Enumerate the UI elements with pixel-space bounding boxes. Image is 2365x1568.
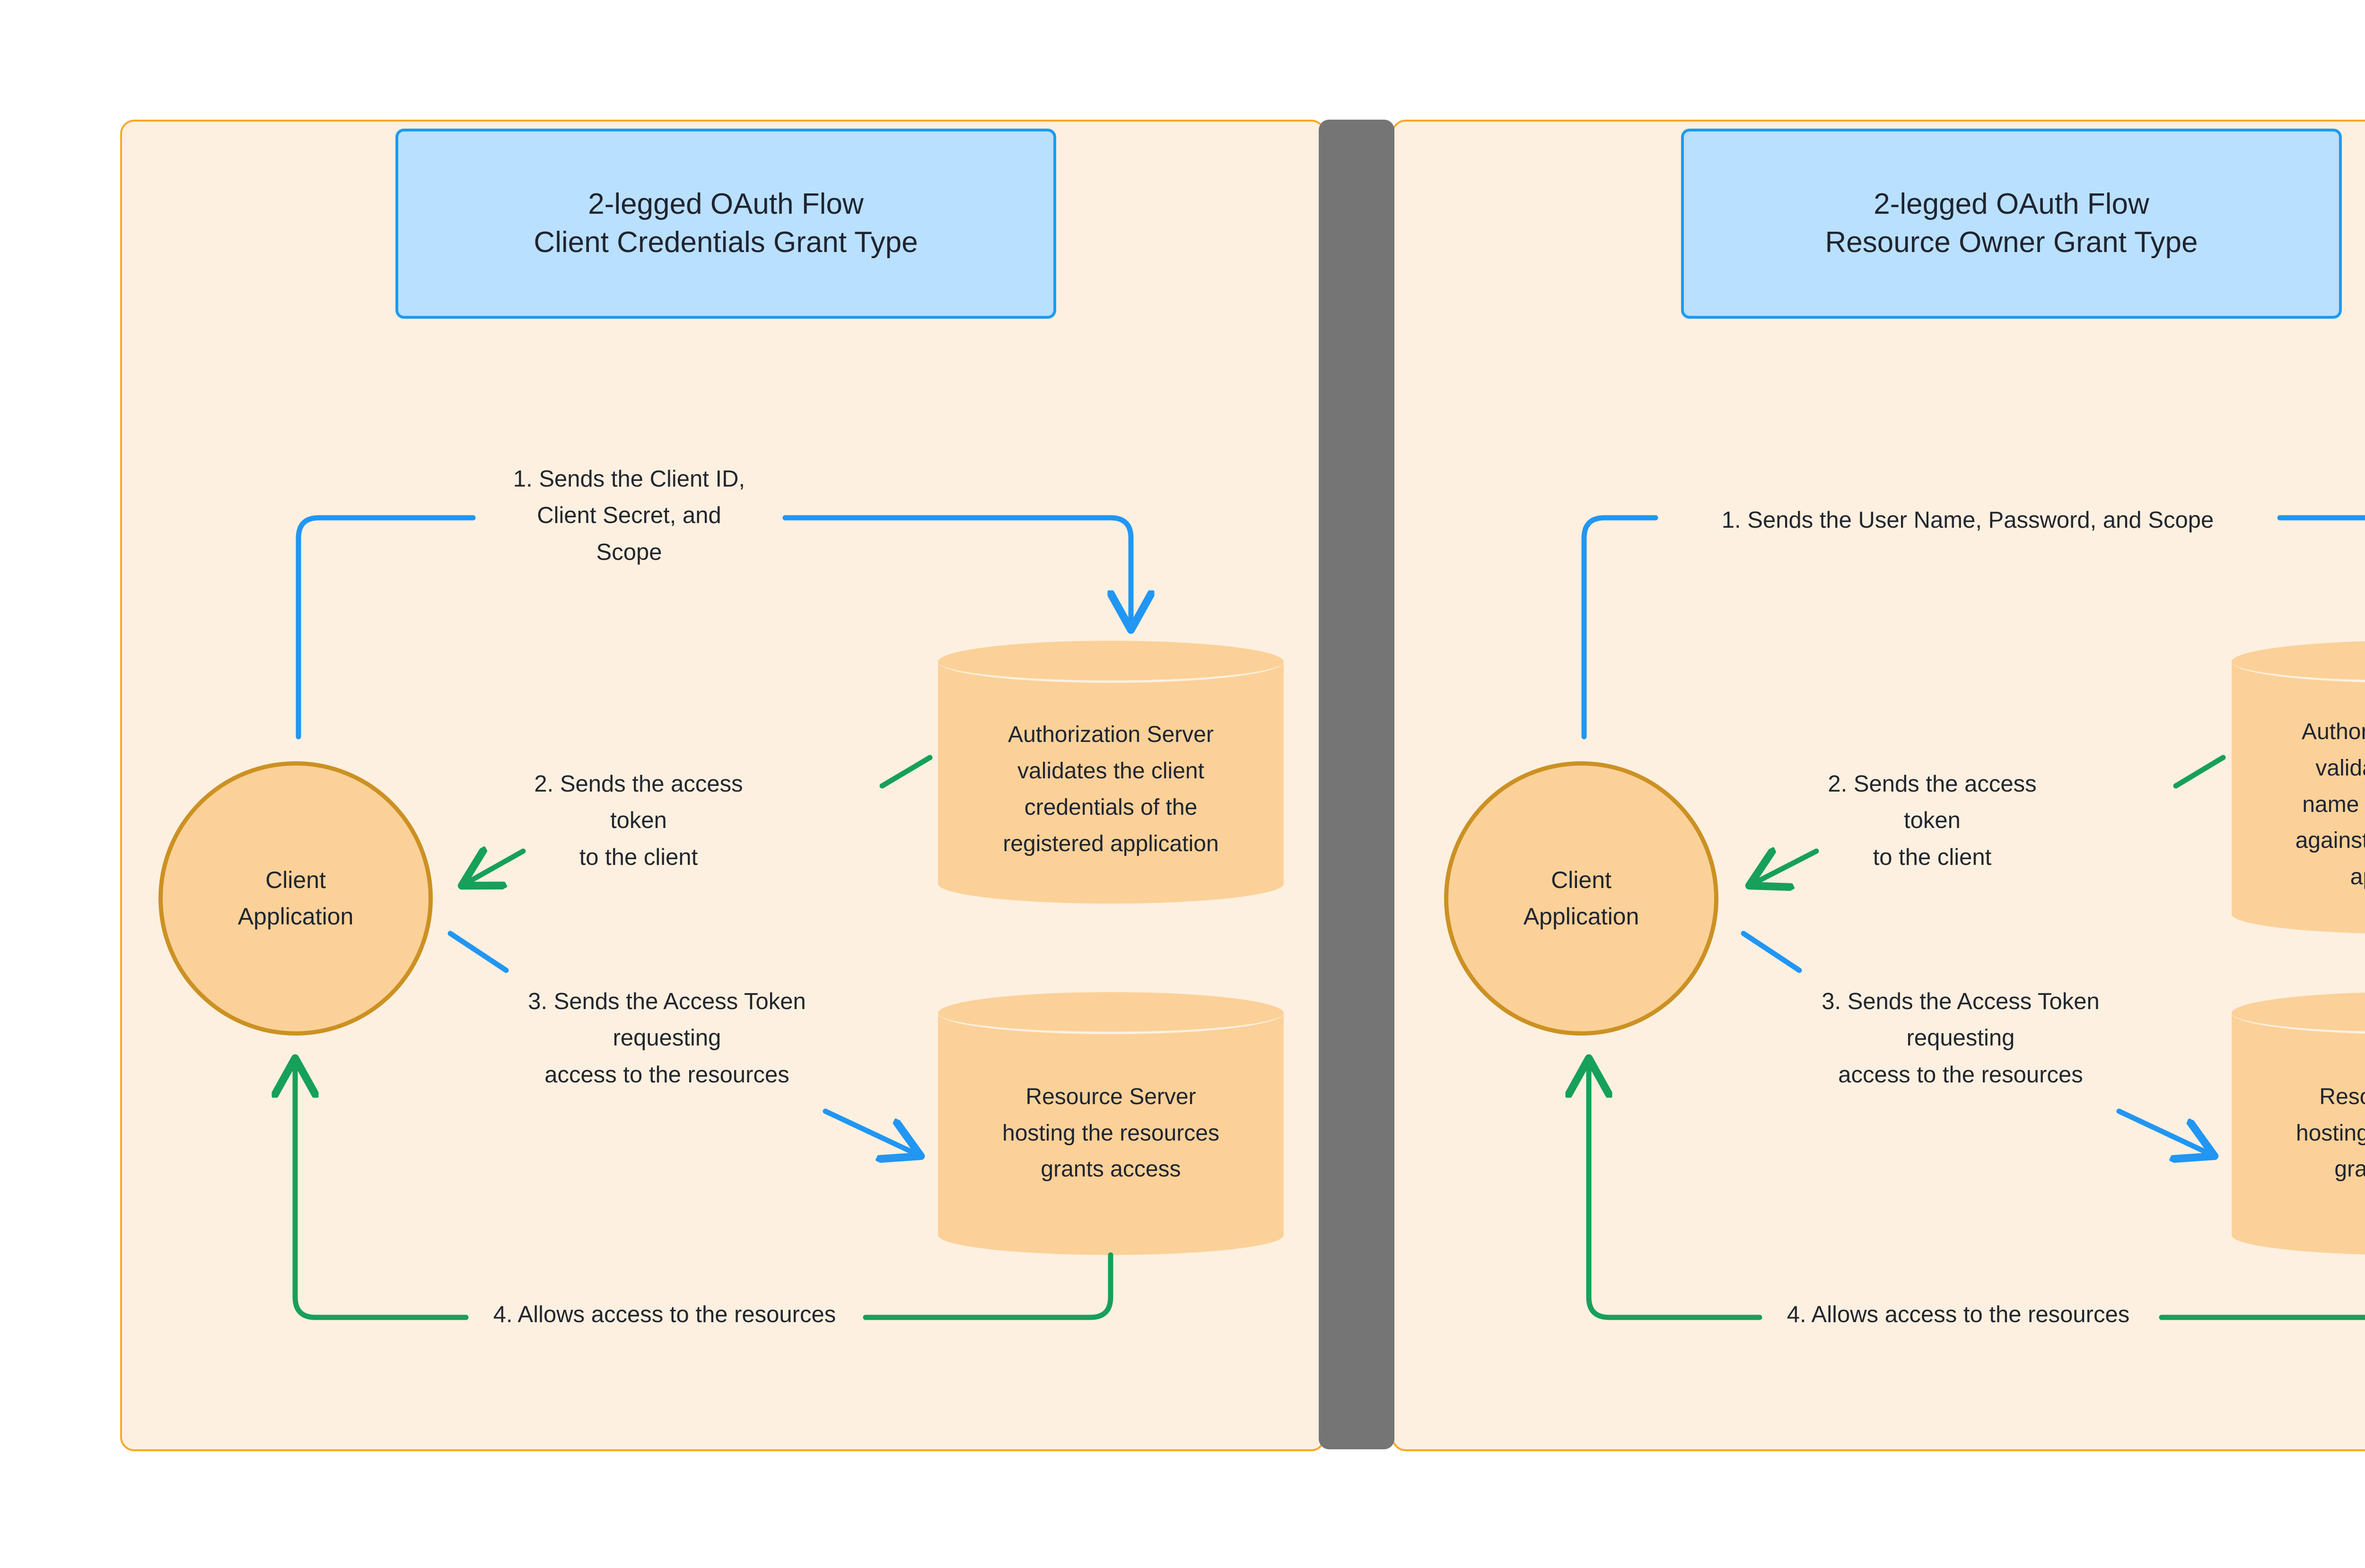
step-4-line-1: 4. Allows access to the resources bbox=[493, 1302, 836, 1327]
title-line-2: Client Credentials Grant Type bbox=[534, 226, 918, 259]
title-line-1: 2-legged OAuth Flow bbox=[1874, 188, 2149, 221]
authorization-server-text: Authorization Server validates the user … bbox=[2232, 680, 2365, 929]
node-client-application-right[interactable]: Client Application bbox=[1444, 761, 1718, 1036]
connector-step-4-right-segment-b bbox=[1589, 1059, 1762, 1320]
step-3-line-1: 3. Sends the Access Token bbox=[528, 989, 806, 1014]
title-box-resource-owner: 2-legged OAuth Flow Resource Owner Grant… bbox=[1681, 129, 2342, 319]
step-1-line-1: 1. Sends the User Name, Password, and Sc… bbox=[1721, 507, 2214, 533]
res-line-3: grants access bbox=[2334, 1157, 2365, 1182]
node-resource-server-left[interactable]: Resource Server hosting the resources gr… bbox=[938, 992, 1284, 1255]
res-line-1: Resource Server bbox=[1025, 1084, 1196, 1109]
resource-server-text: Resource Server hosting the resources gr… bbox=[2232, 1032, 2365, 1235]
connector-step-3-right-segment-b bbox=[2116, 1108, 2214, 1156]
step-1-line-1: 1. Sends the Client ID, bbox=[513, 466, 745, 492]
cylinder-top-ellipse bbox=[938, 992, 1284, 1034]
step-4-label-right: 4. Allows access to the resources bbox=[1764, 1297, 2152, 1333]
node-authorization-server-right[interactable]: Authorization Server validates the user … bbox=[2232, 641, 2365, 934]
res-line-1: Resource Server bbox=[2319, 1084, 2365, 1109]
panel-divider bbox=[1319, 120, 1394, 1449]
step-1-line-3: Scope bbox=[596, 539, 662, 565]
node-resource-server-right[interactable]: Resource Server hosting the resources gr… bbox=[2232, 992, 2365, 1255]
authorization-server-text: Authorization Server validates the clien… bbox=[938, 680, 1284, 899]
auth-line-2: validates the user bbox=[2315, 755, 2365, 781]
client-label-line-1: Client bbox=[1551, 866, 1612, 893]
connector-step-4-left-segment-a bbox=[863, 1252, 1113, 1320]
step-1-label-right: 1. Sends the User Name, Password, and Sc… bbox=[1656, 502, 2280, 539]
step-3-line-2: requesting bbox=[613, 1025, 721, 1051]
connector-step-2-left-segment-a bbox=[879, 755, 933, 789]
connector-step-4-right-segment-a bbox=[2159, 1315, 2365, 1320]
res-line-3: grants access bbox=[1041, 1157, 1181, 1182]
cylinder-body bbox=[938, 1012, 1284, 1235]
auth-line-1: Authorization Server bbox=[2302, 719, 2365, 744]
cylinder-body bbox=[2232, 1012, 2365, 1235]
step-2-label-right: 2. Sends the access token to the client bbox=[1793, 766, 2072, 876]
connector-step-1-left-tail bbox=[782, 515, 1131, 629]
auth-line-4: registered application bbox=[1003, 831, 1219, 856]
step-2-line-3: to the client bbox=[579, 844, 698, 870]
step-1-line-2: Client Secret, and bbox=[537, 503, 721, 529]
step-3-line-3: access to the resources bbox=[544, 1062, 789, 1088]
client-label-line-1: Client bbox=[265, 866, 326, 893]
title-box-client-credentials: 2-legged OAuth Flow Client Credentials G… bbox=[395, 129, 1056, 319]
connector-step-1-right bbox=[1581, 515, 1658, 740]
step-3-line-1: 3. Sends the Access Token bbox=[1822, 989, 2100, 1014]
title-line-2: Resource Owner Grant Type bbox=[1825, 226, 2198, 259]
auth-line-1: Authorization Server bbox=[1008, 722, 1214, 748]
cylinder-bottom-ellipse bbox=[938, 864, 1284, 904]
connector-step-3-left-segment-b bbox=[823, 1108, 920, 1156]
step-2-line-3: to the client bbox=[1873, 844, 1992, 870]
auth-line-3: credentials of the bbox=[1024, 795, 1198, 820]
step-4-line-1: 4. Allows access to the resources bbox=[1787, 1302, 2130, 1327]
cylinder-top-ellipse bbox=[938, 641, 1284, 683]
title-line-1: 2-legged OAuth Flow bbox=[588, 188, 864, 221]
auth-line-4: against the registered bbox=[2295, 828, 2365, 854]
connector-step-4-left-segment-b bbox=[295, 1059, 469, 1320]
step-2-line-1: 2. Sends the access bbox=[1828, 771, 2037, 797]
connector-step-2-left-segment-b bbox=[463, 851, 526, 885]
step-2-line-2: token bbox=[610, 808, 667, 834]
step-3-label-right: 3. Sends the Access Token requesting acc… bbox=[1797, 984, 2124, 1093]
step-2-line-1: 2. Sends the access bbox=[534, 771, 743, 797]
step-3-line-2: requesting bbox=[1906, 1025, 2015, 1051]
auth-line-3: name and password bbox=[2302, 792, 2365, 817]
cylinder-bottom-ellipse bbox=[938, 1215, 1284, 1255]
res-line-2: hosting the resources bbox=[1002, 1120, 1219, 1146]
node-client-application-left[interactable]: Client Application bbox=[158, 761, 433, 1036]
auth-line-2: validates the client bbox=[1017, 758, 1204, 784]
step-2-line-2: token bbox=[1904, 808, 1961, 834]
resource-server-text: Resource Server hosting the resources gr… bbox=[938, 1032, 1284, 1235]
connector-step-3-right-segment-a bbox=[1741, 931, 1802, 973]
auth-line-5: application bbox=[2350, 864, 2365, 890]
connector-step-3-left-segment-a bbox=[447, 931, 509, 973]
step-2-label-left: 2. Sends the access token to the client bbox=[499, 766, 778, 876]
connector-step-1-left bbox=[296, 515, 476, 740]
step-3-label-left: 3. Sends the Access Token requesting acc… bbox=[504, 984, 830, 1093]
res-line-2: hosting the resources bbox=[2296, 1120, 2365, 1146]
client-label-line-2: Application bbox=[1523, 903, 1639, 930]
cylinder-body bbox=[2232, 661, 2365, 914]
cylinder-body bbox=[938, 661, 1284, 884]
step-1-label-left: 1. Sends the Client ID, Client Secret, a… bbox=[473, 461, 785, 571]
step-3-line-3: access to the resources bbox=[1838, 1062, 2083, 1088]
step-4-label-left: 4. Allows access to the resources bbox=[471, 1297, 858, 1333]
connector-step-2-right-segment-a bbox=[2173, 755, 2226, 789]
client-label-line-2: Application bbox=[237, 903, 354, 930]
connector-step-1-right-tail bbox=[2277, 515, 2365, 521]
connector-step-2-right-segment-b bbox=[1750, 851, 1819, 885]
node-authorization-server-left[interactable]: Authorization Server validates the clien… bbox=[938, 641, 1284, 904]
